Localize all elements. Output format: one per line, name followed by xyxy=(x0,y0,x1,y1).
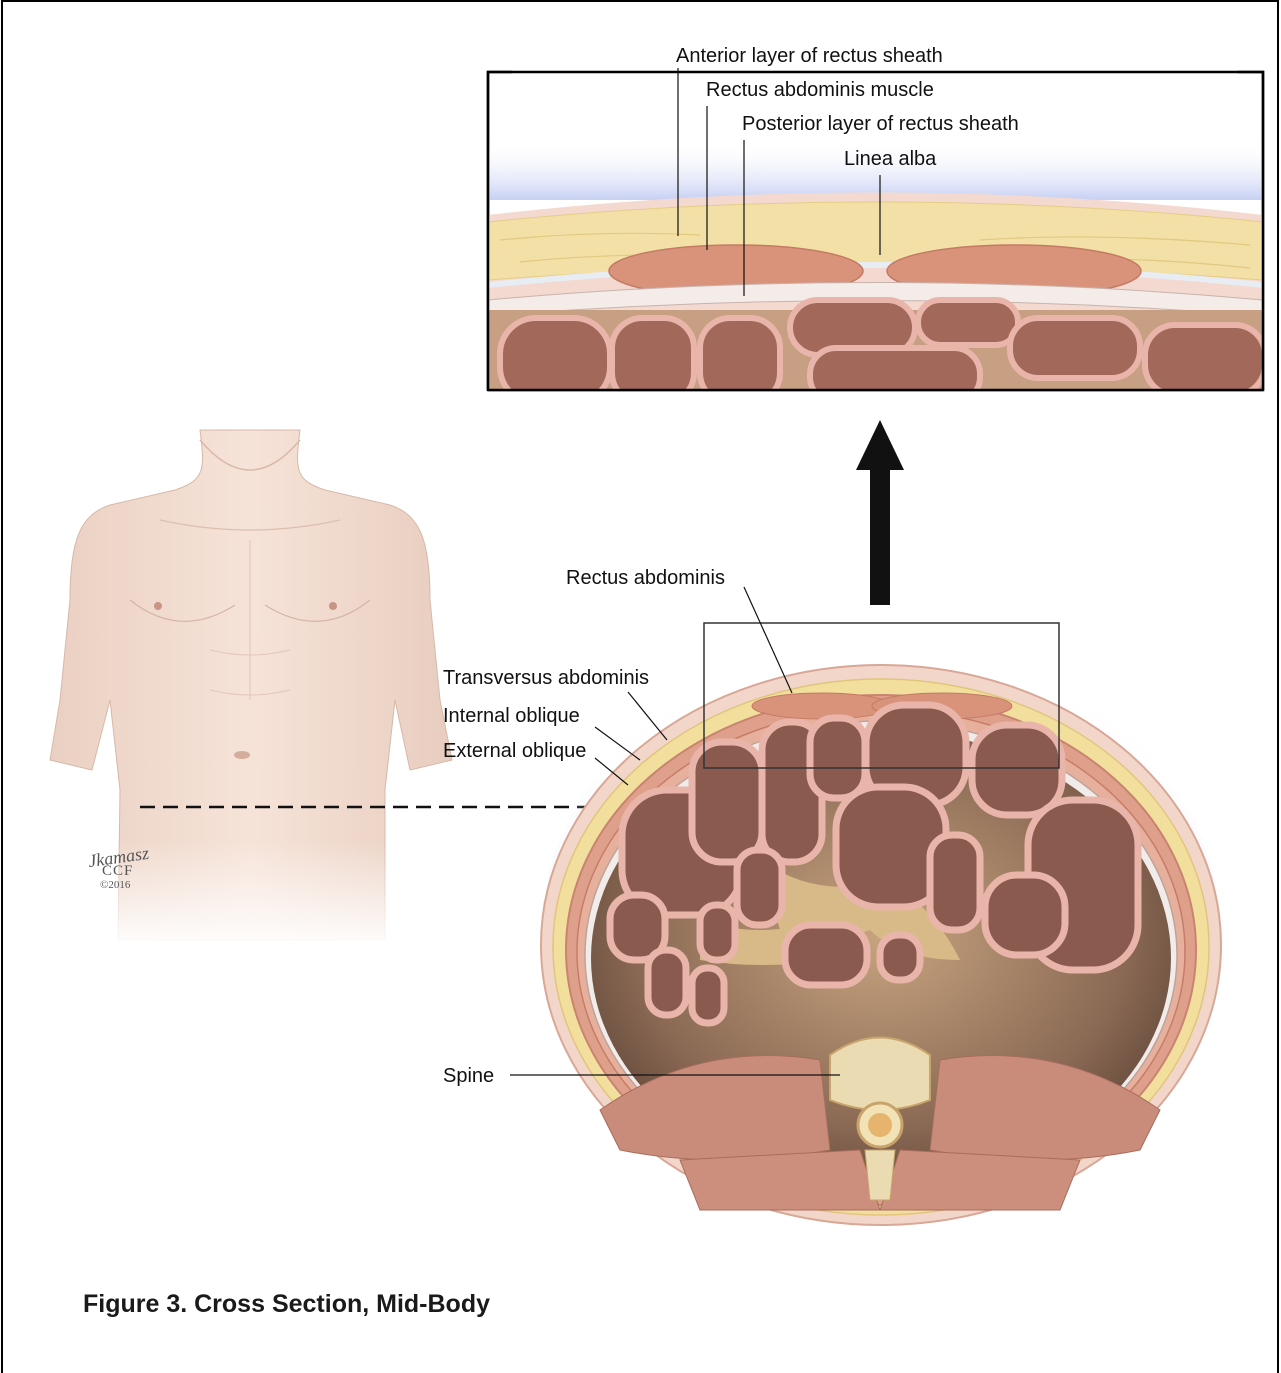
label-linea-alba: Linea alba xyxy=(844,148,936,170)
label-rectus-abdominis-muscle: Rectus abdominis muscle xyxy=(706,79,934,101)
inset-enlarged-view xyxy=(488,140,1265,403)
label-transversus-abdominis: Transversus abdominis xyxy=(443,667,649,689)
label-internal-oblique: Internal oblique xyxy=(443,705,580,727)
signature-year: ©2016 xyxy=(100,878,149,892)
figure-caption: Figure 3. Cross Section, Mid-Body xyxy=(83,1290,490,1319)
label-external-oblique: External oblique xyxy=(443,740,586,762)
right-nipple xyxy=(329,602,337,610)
label-spine: Spine xyxy=(443,1065,494,1087)
label-rectus-abdominis: Rectus abdominis xyxy=(566,567,725,589)
label-posterior-rectus-sheath: Posterior layer of rectus sheath xyxy=(742,113,1019,135)
artist-signature: Jkamasz CCF ©2016 xyxy=(88,850,149,892)
left-nipple xyxy=(154,602,162,610)
abdomen-cross-section xyxy=(541,623,1221,1225)
enlarge-arrow xyxy=(856,420,904,605)
navel xyxy=(234,751,250,759)
label-anterior-rectus-sheath: Anterior layer of rectus sheath xyxy=(676,45,943,67)
rectus-left xyxy=(752,693,892,719)
